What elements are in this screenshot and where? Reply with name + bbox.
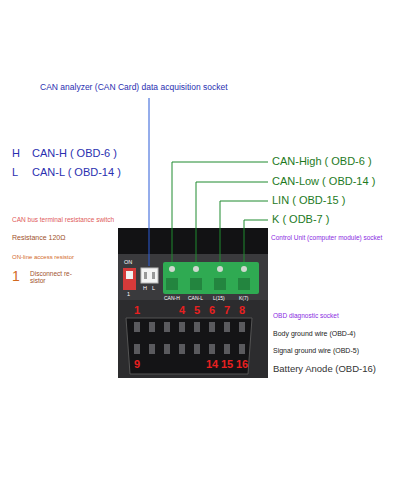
pin-number: 7 xyxy=(224,304,230,317)
terminal xyxy=(190,278,202,290)
screw xyxy=(217,266,223,272)
pin-number: 9 xyxy=(134,358,140,371)
pin-number: 14 xyxy=(206,358,218,371)
pin-letter: L xyxy=(152,285,155,291)
terminal-label: CAN-H xyxy=(164,296,180,302)
signal-name: CAN-H ( OBD-6 ) xyxy=(32,147,117,160)
pin-number: 6 xyxy=(209,304,215,317)
switch-marking: 1 xyxy=(127,291,130,297)
leader-line xyxy=(172,162,268,262)
obd-socket xyxy=(126,318,252,374)
green-connector xyxy=(163,262,259,294)
terminal xyxy=(238,278,250,290)
screw xyxy=(169,266,175,272)
resistance-note: Resistance 120Ω xyxy=(12,234,65,242)
pin-number: 15 xyxy=(221,358,233,371)
panel-top-bar xyxy=(118,228,268,254)
pin-number: 8 xyxy=(239,304,245,317)
switch-position: 1 xyxy=(12,268,20,284)
signal-name: LIN ( OBD-15 ) xyxy=(272,194,345,207)
can-socket xyxy=(141,268,158,283)
signal-name: CAN-L ( OBD-14 ) xyxy=(32,166,121,179)
pin-number: 16 xyxy=(236,358,248,371)
terminal xyxy=(166,278,178,290)
screw xyxy=(241,266,247,272)
pin-letter: H xyxy=(12,147,20,160)
pin-number: 4 xyxy=(179,304,185,317)
leader-line xyxy=(196,182,268,262)
obd-pins-top xyxy=(134,322,245,332)
leader-line xyxy=(149,98,150,266)
socket-pin xyxy=(144,272,147,279)
terminal-label: L(15) xyxy=(213,296,225,302)
socket-pin xyxy=(152,272,155,279)
signal-name: CAN-Low ( OBD-14 ) xyxy=(272,175,375,188)
signal-name: K ( ODB-7 ) xyxy=(272,213,329,226)
panel-face xyxy=(118,254,268,300)
pin-letter: H xyxy=(143,285,147,291)
socket-title: CAN analyzer (CAN Card) data acquisition… xyxy=(40,83,228,93)
terminal-label: CAN-L xyxy=(188,296,203,302)
pin-description: Signal ground wire (OBD-5) xyxy=(273,347,359,355)
pin-description: Body ground wire (OBD-4) xyxy=(273,330,355,338)
pin-number: 1 xyxy=(134,304,140,317)
terminal-label: K(7) xyxy=(239,296,248,302)
switch-label: CAN bus terminal resistance switch xyxy=(12,216,114,223)
leader-line xyxy=(220,201,268,262)
screw xyxy=(193,266,199,272)
signal-name: CAN-High ( OBD-6 ) xyxy=(272,155,372,168)
pin-letter: L xyxy=(12,166,18,179)
obd-pins-bottom xyxy=(134,344,245,354)
switch-marking: ON xyxy=(124,259,132,265)
terminal xyxy=(214,278,226,290)
switch-lever xyxy=(126,271,133,279)
switch-note: Disconnect re- sistor xyxy=(30,270,86,285)
leader-line xyxy=(244,220,268,262)
pin-number: 5 xyxy=(194,304,200,317)
socket-label: OBD diagnostic socket xyxy=(273,312,339,319)
device-panel xyxy=(118,228,268,378)
switch-note: ON-line access resistor xyxy=(12,254,74,261)
pin-description: Battery Anode (OBD-16) xyxy=(273,364,376,375)
socket-label: Control Unit (computer module) socket xyxy=(271,234,382,241)
switch-body xyxy=(123,268,136,290)
